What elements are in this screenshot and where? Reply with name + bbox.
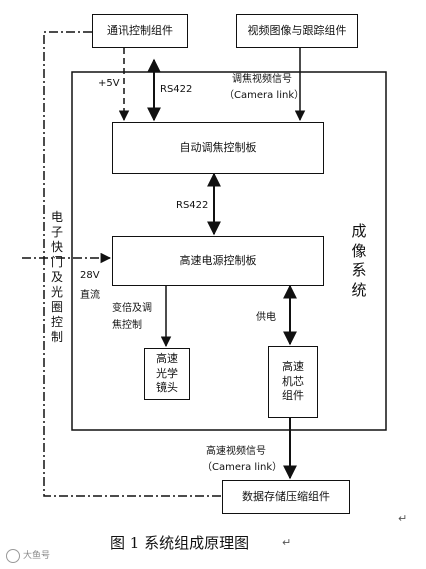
v28-label: 28V: [80, 270, 100, 281]
dc-label: 直流: [80, 290, 100, 301]
shutter-aperture-label: 电子快门及光圈控制: [50, 210, 63, 344]
camera-core-label: 高速 机芯 组件: [282, 359, 304, 403]
power-control-label: 高速电源控制板: [179, 253, 257, 267]
auto-focus-board: 自动调焦控制板: [112, 122, 324, 174]
imaging-system-frame: [71, 71, 387, 431]
data-storage-label: 数据存储压缩组件: [242, 489, 330, 503]
power-control-board: 高速电源控制板: [112, 236, 324, 286]
zoom-focus-label: 变倍及调 焦控制: [112, 303, 152, 331]
optical-lens-label: 高速 光学 镜头: [156, 351, 178, 395]
auto-focus-label: 自动调焦控制板: [179, 140, 257, 154]
camera-link-top-label: （Camera link）: [224, 90, 305, 101]
plus5v-label: +5V: [98, 78, 120, 89]
caption-paragraph-mark: ↵: [282, 536, 292, 549]
imaging-system-label: 成像系统: [351, 222, 367, 299]
figure-caption: 图 1 系统组成原理图: [110, 534, 250, 552]
optical-lens-box: 高速 光学 镜头: [144, 348, 190, 400]
watermark-text: 大鱼号: [23, 551, 51, 561]
focus-signal-label: 调焦视频信号: [232, 74, 292, 85]
video-tracking-label: 视频图像与跟踪组件: [247, 23, 347, 37]
rs422-top-label: RS422: [160, 84, 193, 95]
watermark: 大鱼号: [6, 548, 50, 563]
watermark-logo-icon: [6, 548, 20, 563]
power-supply-label: 供电: [256, 312, 276, 323]
camera-link-bottom-label: （Camera link）: [202, 462, 283, 473]
data-storage-box: 数据存储压缩组件: [222, 480, 350, 514]
comm-control-label: 通讯控制组件: [107, 23, 173, 37]
paragraph-mark: ↵: [398, 512, 408, 525]
rs422-mid-label: RS422: [176, 200, 209, 211]
comm-control-box: 通讯控制组件: [92, 14, 188, 48]
video-tracking-box: 视频图像与跟踪组件: [236, 14, 358, 48]
shutter-control-path: [43, 31, 222, 497]
hs-video-label: 高速视频信号: [206, 446, 266, 457]
camera-core-box: 高速 机芯 组件: [268, 346, 318, 418]
